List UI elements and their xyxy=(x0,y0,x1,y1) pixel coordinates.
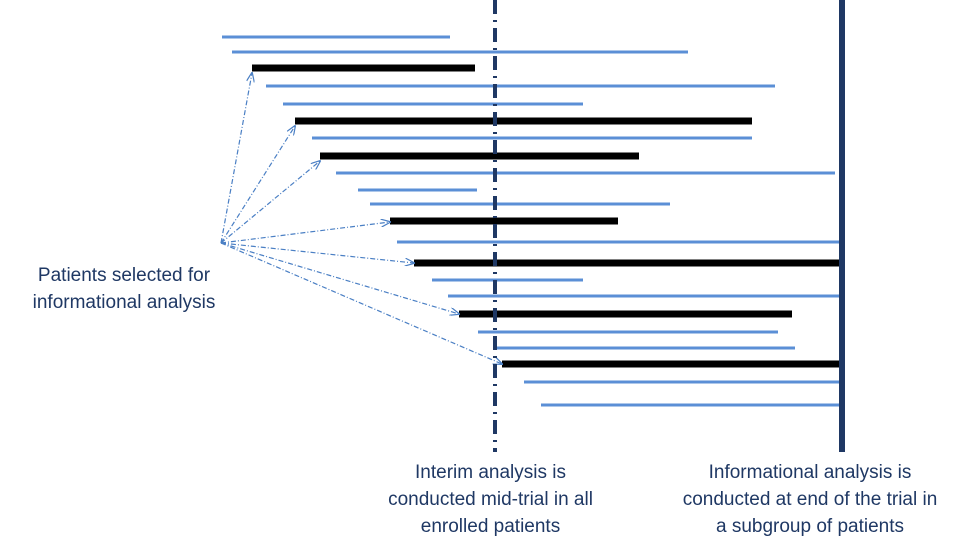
arrow-to-row-12 xyxy=(220,222,390,244)
arrow-to-row-6 xyxy=(220,126,295,244)
arrow-to-row-17 xyxy=(220,242,459,314)
selection-arrows-group xyxy=(220,73,502,364)
arrow-to-row-8 xyxy=(220,161,320,244)
patient-bars-group xyxy=(222,35,842,407)
patients-selected-label: Patients selected for informational anal… xyxy=(32,265,216,313)
informational-analysis-label: Informational analysis is conducted at e… xyxy=(682,462,938,537)
arrow-to-row-3 xyxy=(220,73,252,244)
arrow-to-row-14 xyxy=(220,242,414,263)
arrow-to-row-20 xyxy=(220,242,502,364)
interim-analysis-label: Interim analysis is conducted mid-trial … xyxy=(388,462,593,537)
